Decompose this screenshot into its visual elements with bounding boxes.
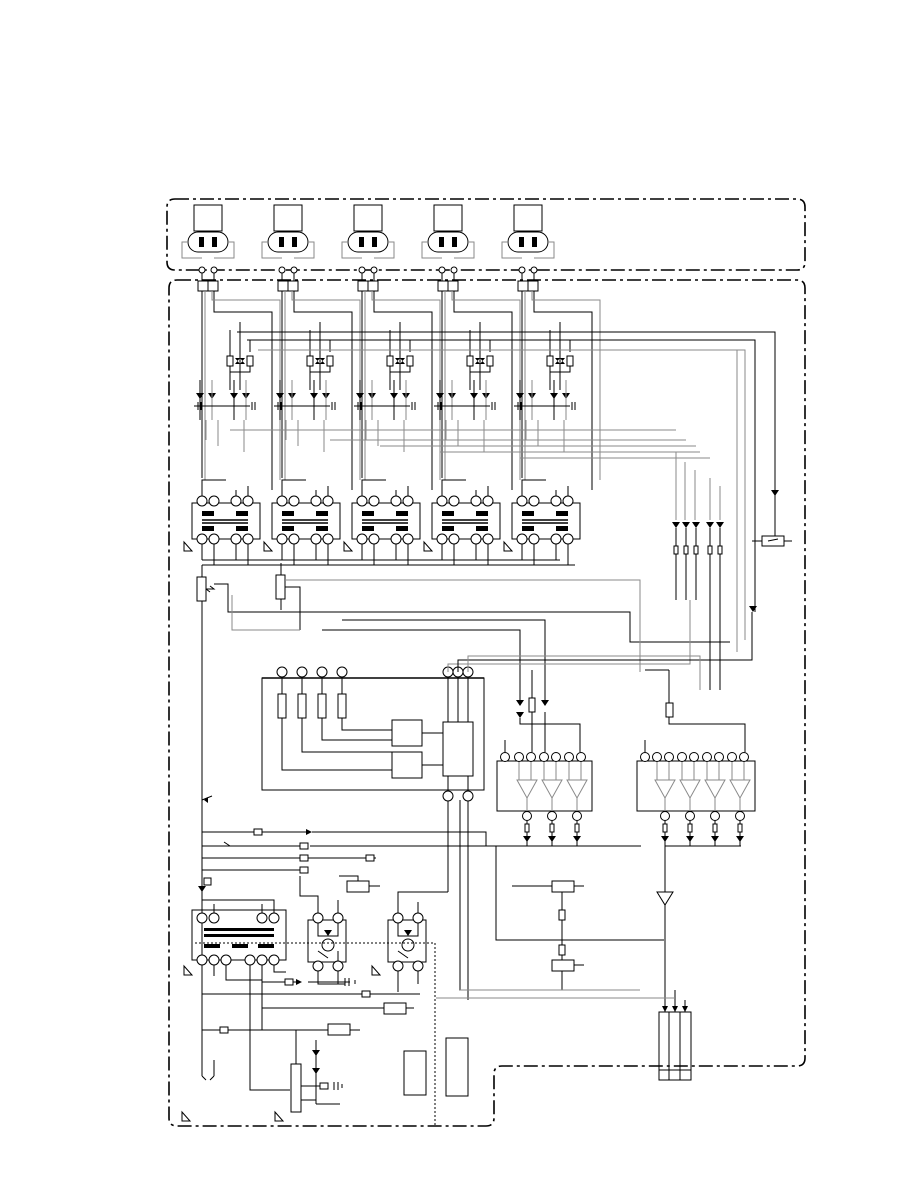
ground-symbol: [372, 966, 380, 975]
isolation-transformer: [272, 480, 340, 565]
indicator-led: [682, 522, 690, 600]
ac-outlet: [502, 205, 554, 258]
ac-outlet: [422, 205, 474, 258]
outlet-connector: [438, 267, 520, 490]
ground-symbol: [184, 542, 192, 551]
photo-sensor-2: [388, 892, 448, 992]
ground-symbol: [344, 542, 352, 551]
isolation-transformer: [512, 480, 580, 565]
ac-outlet: [342, 205, 394, 258]
outlet-panel-boundary: [167, 199, 805, 270]
outlet-connector: [198, 267, 280, 490]
ground-symbol: [182, 1112, 190, 1121]
filter-stage: [354, 322, 415, 452]
main-board-boundary: [169, 280, 805, 1126]
photo-sensor-1: [300, 876, 346, 984]
signal-bus-lines: [202, 332, 792, 1012]
trimmer-pot-1: [197, 565, 214, 1060]
outlet-connector: [518, 267, 600, 490]
indicator-led: [716, 522, 724, 690]
ground-symbol: [424, 542, 432, 551]
indicator-led: [672, 522, 680, 600]
opamp-block-a: [497, 753, 592, 847]
op-amp: [653, 753, 676, 847]
op-amp: [565, 753, 588, 847]
ac-outlet: [182, 205, 234, 258]
indicator-led: [692, 522, 700, 600]
op-amp: [678, 753, 701, 847]
filter-network-group: [194, 322, 575, 452]
filter-stage: [194, 322, 255, 452]
outlet-connector-group: [198, 267, 600, 490]
op-amp: [515, 753, 538, 847]
trimmer-pot-2: [276, 563, 300, 630]
isolation-transformer: [432, 480, 500, 565]
ac-outlet: [262, 205, 314, 258]
filter-stage: [514, 322, 575, 452]
transformer-row: [192, 480, 580, 565]
outlet-connector: [358, 267, 440, 490]
ground-symbol: [184, 966, 192, 975]
ground-symbol: [275, 1112, 283, 1121]
psu-small-parts: [202, 978, 468, 1112]
control-ic-block: [262, 667, 484, 1000]
output-connector: [659, 1006, 691, 1080]
isolation-transformer: [192, 480, 260, 565]
filter-stage: [274, 322, 335, 452]
ac-outlet-row: [182, 205, 554, 258]
ground-symbol: [504, 542, 512, 551]
outlet-connector: [278, 267, 360, 490]
isolation-transformer: [352, 480, 420, 565]
power-transformer: [192, 878, 330, 1090]
filter-stage: [434, 322, 495, 452]
op-amp: [703, 753, 726, 847]
ground-symbol: [264, 542, 272, 551]
op-amp: [540, 753, 563, 847]
op-amp: [728, 753, 751, 847]
opamp-block-b: [637, 753, 755, 847]
indicator-led: [706, 522, 714, 690]
